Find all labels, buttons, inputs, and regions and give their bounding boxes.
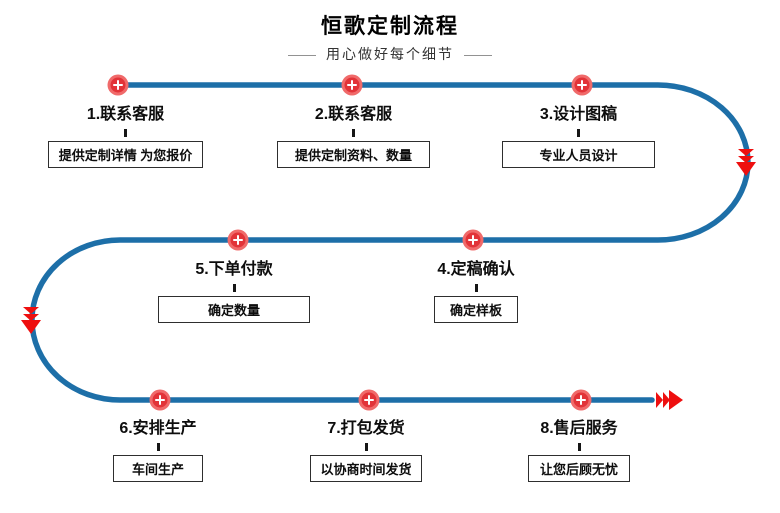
step-1: 1.联系客服 提供定制详情 为您报价 (48, 104, 203, 168)
connector-tick (577, 443, 581, 451)
step-7-label: 7.打包发货 (327, 420, 405, 437)
connector-tick (474, 284, 478, 292)
step-6: 6.安排生产 车间生产 (113, 418, 203, 482)
down-arrow-icon-left-curve (21, 307, 41, 334)
subtitle-text: 用心做好每个细节 (326, 46, 454, 62)
step-7-detail: 以协商时间发货 (320, 462, 412, 477)
step-5-label: 5.下单付款 (195, 261, 273, 278)
step-1-detail-box: 提供定制详情 为您报价 (48, 141, 203, 168)
step-8: 8.售后服务 让您后顾无忧 (528, 418, 630, 482)
step-1-label: 1.联系客服 (86, 106, 165, 123)
step-4: 4.定稿确认 确定样板 (434, 259, 518, 323)
connector-tick (156, 443, 160, 451)
step-8-label: 8.售后服务 (540, 420, 618, 437)
step-2: 2.联系客服 提供定制资料、数量 (277, 104, 430, 168)
page-subtitle: —— 用心做好每个细节 —— (0, 45, 780, 63)
down-arrow-icon-right-curve (736, 149, 756, 176)
step-5: 5.下单付款 确定数量 (158, 259, 310, 323)
step-node-8 (569, 388, 593, 412)
step-4-detail-box: 确定样板 (434, 296, 518, 323)
step-node-4 (461, 228, 485, 252)
step-8-detail-box: 让您后顾无忧 (528, 455, 630, 482)
connector-tick (124, 129, 127, 137)
step-6-detail-box: 车间生产 (113, 455, 203, 482)
page-title: 恒歌定制流程 (321, 15, 459, 38)
connector-tick (232, 284, 236, 292)
step-5-detail: 确定数量 (207, 303, 260, 318)
step-2-detail: 提供定制资料、数量 (294, 148, 412, 163)
flow-path (29, 82, 751, 403)
step-3-detail: 专业人员设计 (539, 148, 618, 163)
step-3-label: 3.设计图稿 (539, 106, 618, 123)
end-arrow-icon (656, 390, 683, 410)
step-node-2 (340, 73, 364, 97)
step-8-detail: 让您后顾无忧 (539, 462, 618, 477)
step-3: 3.设计图稿 专业人员设计 (502, 104, 655, 168)
step-4-detail: 确定样板 (449, 303, 502, 318)
header: 恒歌定制流程 —— 用心做好每个细节 —— (0, 14, 780, 63)
step-5-detail-box: 确定数量 (158, 296, 310, 323)
step-7: 7.打包发货 以协商时间发货 (310, 418, 422, 482)
step-node-3 (570, 73, 594, 97)
connector-tick (364, 443, 368, 451)
step-4-label: 4.定稿确认 (437, 261, 515, 278)
step-node-6 (148, 388, 172, 412)
step-6-detail: 车间生产 (131, 462, 184, 477)
step-node-7 (357, 388, 381, 412)
connector-tick (577, 129, 580, 137)
step-7-detail-box: 以协商时间发货 (310, 455, 422, 482)
step-3-detail-box: 专业人员设计 (502, 141, 655, 168)
connector-tick (352, 129, 355, 137)
subtitle-dash-left: —— (288, 46, 316, 62)
step-node-5 (226, 228, 250, 252)
step-2-label: 2.联系客服 (314, 106, 393, 123)
step-2-detail-box: 提供定制资料、数量 (277, 141, 430, 168)
step-node-1 (106, 73, 130, 97)
step-6-label: 6.安排生产 (119, 420, 197, 437)
subtitle-dash-right: —— (464, 46, 492, 62)
step-1-detail: 提供定制详情 为您报价 (58, 148, 193, 163)
